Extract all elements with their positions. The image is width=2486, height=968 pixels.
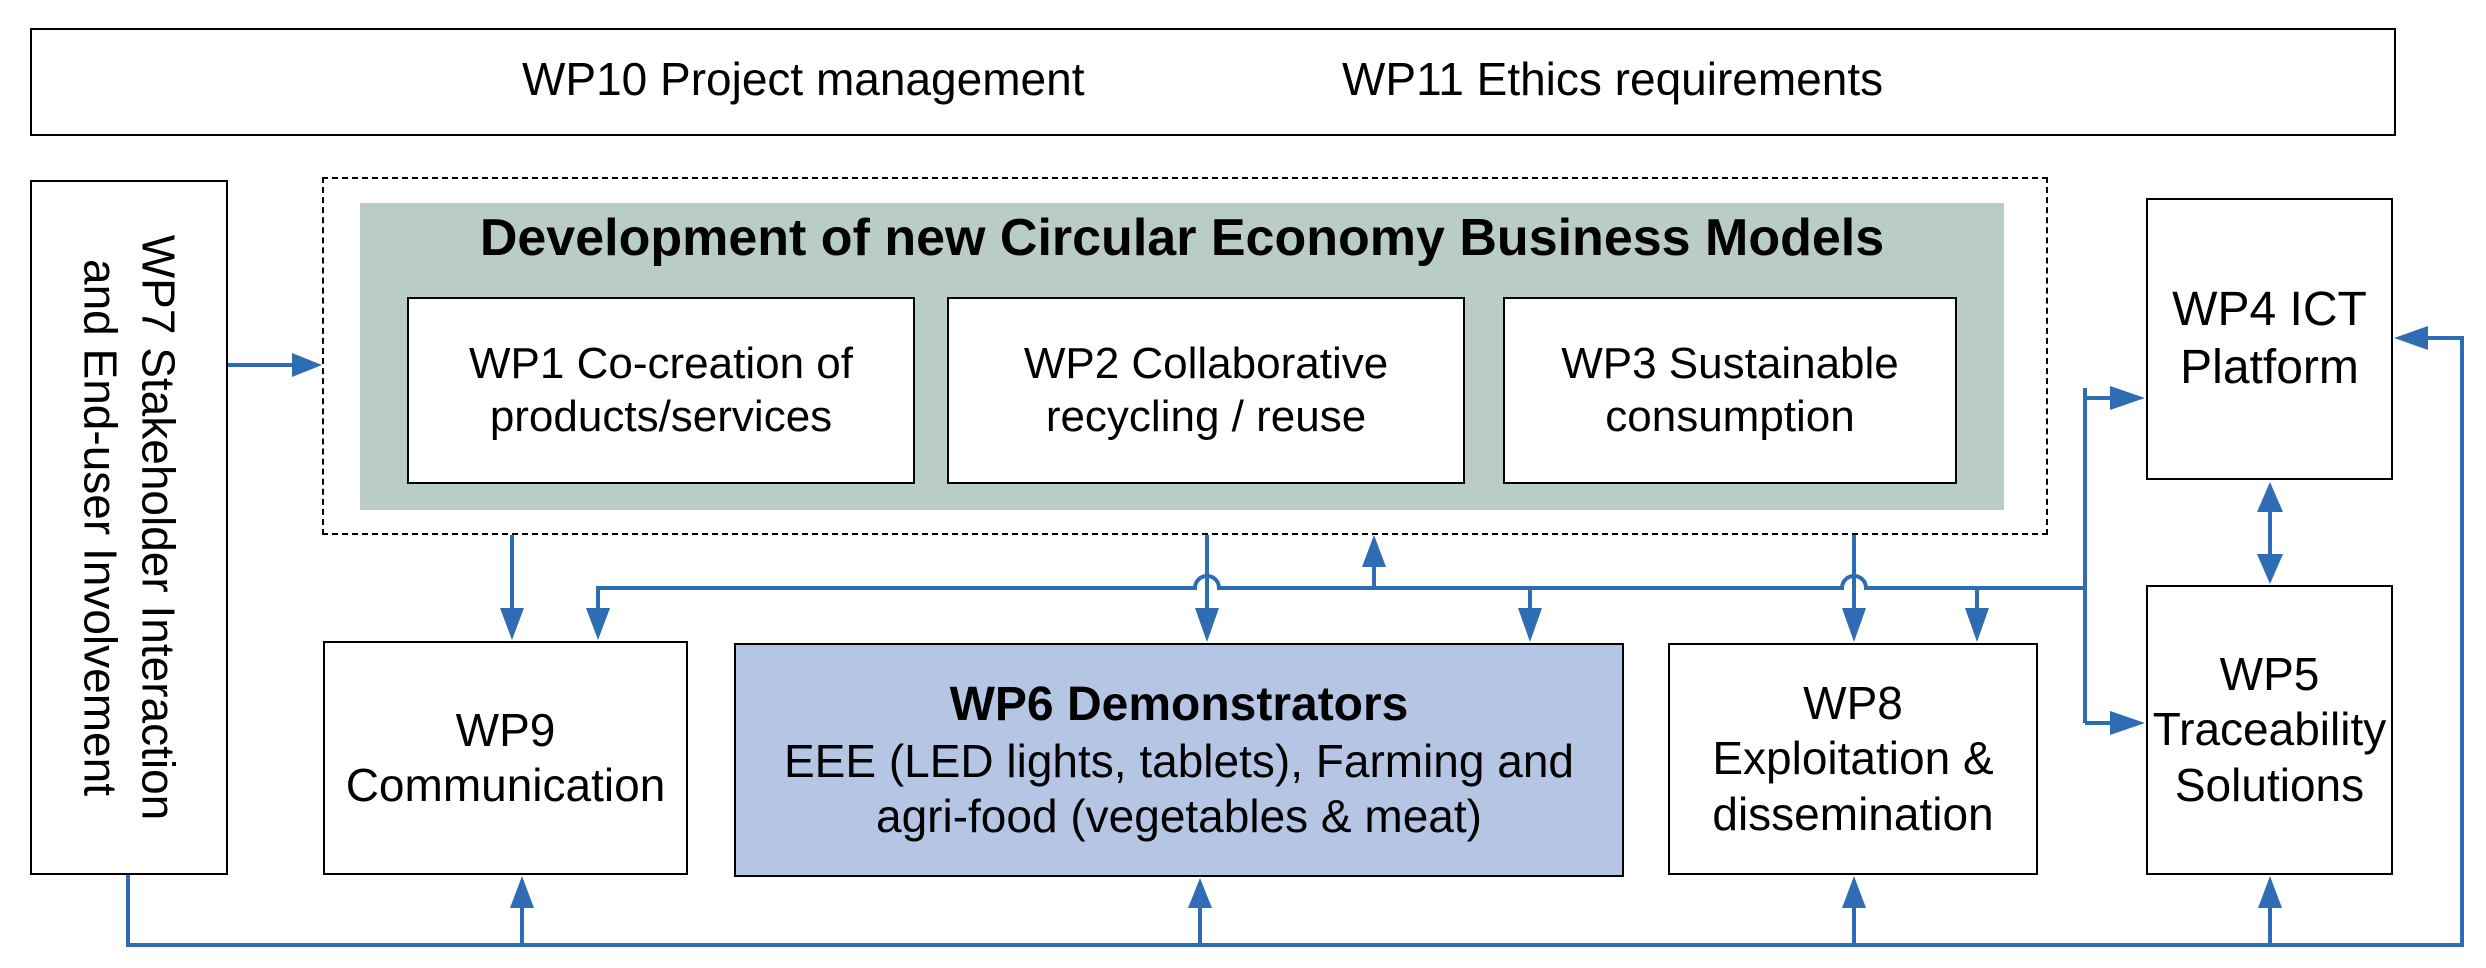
dev-to-wp6-arrowhead [1195, 608, 1219, 642]
wp4-wp5-down-arrowhead [2257, 554, 2283, 584]
development-title: Development of new Circular Economy Busi… [479, 209, 1885, 267]
riser-to-wp5-arrowhead [2110, 711, 2145, 735]
bus-to-wp6-arrowhead [1518, 608, 1542, 642]
wp7-box: WP7 Stakeholder Interaction and End-user… [30, 180, 228, 875]
dev-to-wp9-arrowhead [500, 608, 524, 640]
wp6-title: WP6 Demonstrators [949, 678, 1409, 732]
bottom-bus-line [126, 336, 2464, 947]
wp10-label: WP10 Project management [522, 53, 1085, 105]
bottom-to-wp5-arrowhead [2258, 876, 2282, 908]
cross-cutting-wp-bar: WP10 Project management WP11 Ethics requ… [30, 28, 2396, 136]
wp5-line2: Traceability [2152, 703, 2387, 756]
wp9-box: WP9 Communication [323, 641, 688, 875]
wp4-box: WP4 ICT Platform [2146, 198, 2393, 480]
wp9-line2: Communication [345, 759, 666, 811]
wp8-box: WP8 Exploitation & dissemination [1668, 643, 2038, 875]
wp1-line2: products/services [489, 391, 833, 441]
bottom-to-wp9-arrowhead [510, 876, 534, 908]
wp8-line2: Exploitation & [1712, 732, 1994, 785]
development-group-frame [322, 177, 2048, 535]
wp8-line3: dissemination [1712, 787, 1994, 840]
wp6-line2: agri-food (vegetables & meat) [876, 789, 1482, 842]
wp7-rotated-label: WP7 Stakeholder Interaction and End-user… [72, 235, 187, 821]
wp4-wp5-up-arrowhead [2257, 482, 2283, 512]
wp2-line1: WP2 Collaborative [1023, 338, 1389, 388]
riser-to-wp4-arrowhead [2110, 386, 2145, 410]
bottom-to-wp4-arrowhead [2394, 326, 2428, 350]
wp6-line1: EEE (LED lights, tablets), Farming and [784, 734, 1574, 787]
wp3-box: WP3 Sustainable consumption [1503, 297, 1957, 484]
wp3-line2: consumption [1605, 391, 1855, 441]
wp5-line1: WP5 [2219, 648, 2320, 701]
bus-to-wp8-arrowhead [1965, 608, 1989, 642]
dev-to-wp8-arrowhead [1842, 608, 1866, 642]
wp5-box: WP5 Traceability Solutions [2146, 585, 2393, 875]
wp9-line1: WP9 [455, 703, 556, 756]
wp4-line1: WP4 ICT [2172, 283, 2367, 337]
bottom-to-wp8-arrowhead [1842, 876, 1866, 908]
bus-to-wp9-arrowhead [586, 608, 610, 640]
wp1-line1: WP1 Co-creation of [469, 338, 853, 388]
wp4-line2: Platform [2180, 341, 2359, 394]
wp2-box: WP2 Collaborative recycling / reuse [947, 297, 1465, 484]
bottom-to-wp6-arrowhead [1188, 878, 1212, 908]
wp2-line2: recycling / reuse [1045, 391, 1367, 441]
wp5-line3: Solutions [2174, 758, 2365, 811]
wp7-line2: and End-user Involvement [75, 259, 128, 796]
distribution-bus-line [596, 574, 2085, 612]
wp1-box: WP1 Co-creation of products/services [407, 297, 915, 484]
wp3-line1: WP3 Sustainable [1561, 338, 1899, 388]
wp6-box: WP6 Demonstrators EEE (LED lights, table… [734, 643, 1624, 877]
wp8-line1: WP8 [1803, 677, 1903, 730]
wp11-label: WP11 Ethics requirements [1342, 53, 1884, 105]
bus-to-dev-arrowhead [1362, 535, 1386, 567]
wp7-line1: WP7 Stakeholder Interaction [132, 234, 185, 821]
wp7-to-dev-arrowhead [292, 353, 322, 377]
